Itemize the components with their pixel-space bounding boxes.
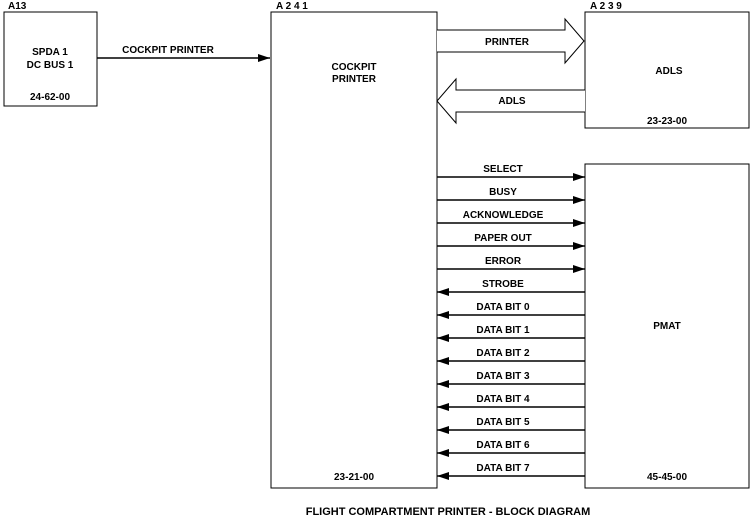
signal-label: STROBE <box>482 279 524 290</box>
spda-box: A13 SPDA 1 DC BUS 1 24-62-00 <box>3 1 98 107</box>
signal-data-bit-3: DATA BIT 3 <box>437 371 585 388</box>
power-link: COCKPIT PRINTER <box>97 45 270 62</box>
signal-label: ACKNOWLEDGE <box>463 210 544 221</box>
signal-data-bit-6: DATA BIT 6 <box>437 440 585 457</box>
spda-title-line2: DC BUS 1 <box>27 60 74 71</box>
signal-label: DATA BIT 1 <box>476 325 530 336</box>
signal-label: ERROR <box>485 256 522 267</box>
signal-label: PAPER OUT <box>474 233 532 244</box>
spda-title-line1: SPDA 1 <box>32 47 68 58</box>
signal-label: DATA BIT 2 <box>476 348 530 359</box>
pmat-code: 45-45-00 <box>647 472 687 483</box>
signal-label: DATA BIT 6 <box>476 440 530 451</box>
printer-title-line2: PRINTER <box>332 74 377 85</box>
signal-label: SELECT <box>483 164 522 175</box>
signal-acknowledge: ACKNOWLEDGE <box>437 210 585 227</box>
spda-code: 24-62-00 <box>30 92 70 103</box>
power-link-label: COCKPIT PRINTER <box>122 45 214 56</box>
printer-code: 23-21-00 <box>334 472 374 483</box>
adls-ref: A 2 3 9 <box>590 1 622 12</box>
signal-data-bit-1: DATA BIT 1 <box>437 325 585 342</box>
signal-error: ERROR <box>437 256 585 273</box>
diagram-caption: FLIGHT COMPARTMENT PRINTER - BLOCK DIAGR… <box>306 506 591 518</box>
signal-data-bit-0: DATA BIT 0 <box>437 302 585 319</box>
signal-label: DATA BIT 5 <box>476 417 530 428</box>
adls-box: A 2 3 9 ADLS 23-23-00 <box>584 1 750 129</box>
signal-label: DATA BIT 7 <box>476 463 530 474</box>
printer-to-adls-arrow: PRINTER <box>437 17 585 65</box>
printer-title-line1: COCKPIT <box>332 62 377 73</box>
signal-data-bit-7: DATA BIT 7 <box>437 463 585 480</box>
adls-to-printer-label: ADLS <box>498 96 526 107</box>
signal-busy: BUSY <box>437 187 585 204</box>
cockpit-printer-box: A 2 4 1 COCKPIT PRINTER 23-21-00 <box>270 1 438 489</box>
signal-strobe: STROBE <box>437 279 585 296</box>
signal-data-bit-4: DATA BIT 4 <box>437 394 585 411</box>
printer-to-adls-label: PRINTER <box>485 37 530 48</box>
signal-data-bit-5: DATA BIT 5 <box>437 417 585 434</box>
printer-ref: A 2 4 1 <box>276 1 308 12</box>
adls-to-printer-arrow: ADLS <box>436 77 585 125</box>
signal-label: DATA BIT 0 <box>476 302 530 313</box>
adls-code: 23-23-00 <box>647 116 687 127</box>
signal-label: BUSY <box>489 187 517 198</box>
spda-ref: A13 <box>8 1 27 12</box>
signal-data-bit-2: DATA BIT 2 <box>437 348 585 365</box>
signal-paper-out: PAPER OUT <box>437 233 585 250</box>
signal-label: DATA BIT 4 <box>476 394 530 405</box>
signal-label: DATA BIT 3 <box>476 371 530 382</box>
pmat-box: PMAT 45-45-00 <box>584 163 750 489</box>
signal-select: SELECT <box>437 164 585 181</box>
pmat-title: PMAT <box>653 321 681 332</box>
adls-title: ADLS <box>655 66 683 77</box>
signal-lines: SELECT BUSY ACKNOWLEDGE PAPER OUT ERROR STROB… <box>437 164 585 480</box>
